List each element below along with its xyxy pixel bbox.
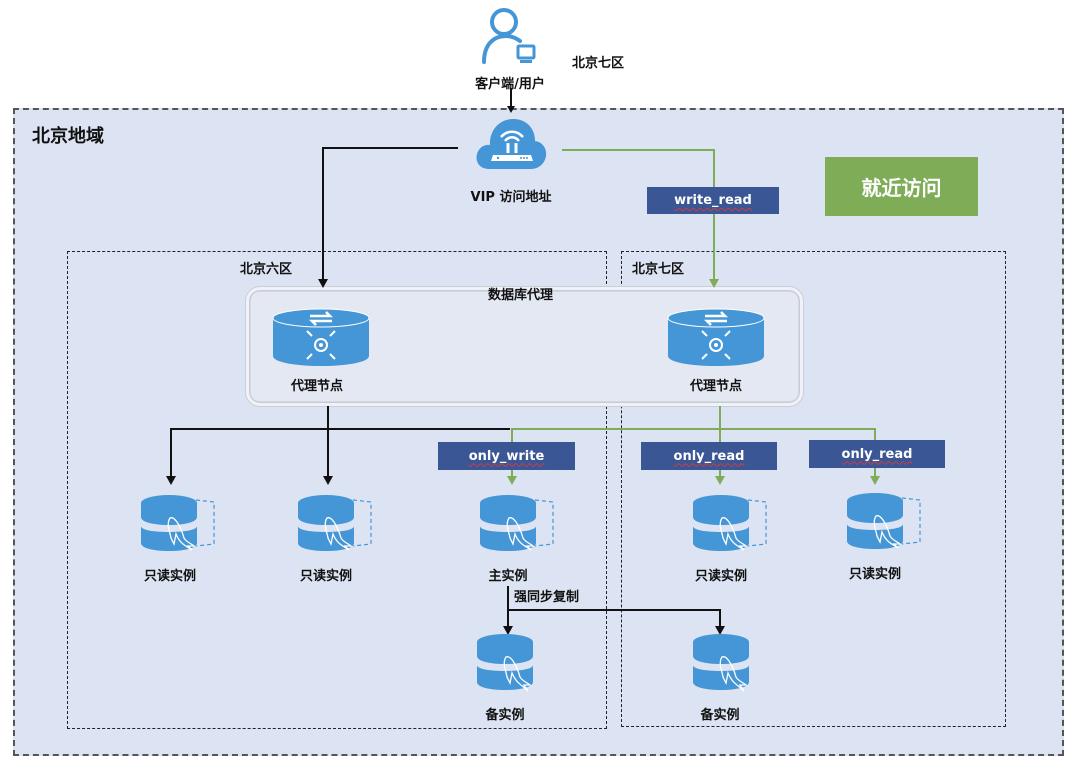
primary-instance-label: 主实例 [488, 569, 528, 584]
zone-beijing-7 [621, 251, 1006, 727]
readonly-instance-3-icon[interactable] [692, 494, 772, 554]
primary-instance-icon[interactable] [479, 494, 559, 554]
vip-cloud-router-icon[interactable] [475, 113, 547, 171]
readonly-instance-2-icon[interactable] [297, 494, 377, 554]
proxy-node-left-label: 代理节点 [290, 379, 344, 394]
only-read-tag-2: only_read [809, 440, 945, 468]
standby-instance-1-label: 备实例 [485, 708, 525, 723]
client-zone-label: 北京七区 [572, 56, 625, 71]
readonly-instance-4-label: 只读实例 [848, 567, 902, 582]
readonly-instance-3-label: 只读实例 [694, 569, 748, 584]
user-client-icon [482, 8, 536, 64]
readonly-instance-1-label: 只读实例 [143, 569, 197, 584]
vip-label: VIP 访问地址 [470, 190, 552, 205]
client-label: 客户端/用户 [475, 77, 545, 92]
only-read-tag-1: only_read [641, 442, 777, 470]
sync-replication-label: 强同步复制 [514, 590, 580, 605]
standby-instance-2-icon[interactable] [692, 633, 762, 695]
readonly-instance-4-icon[interactable] [846, 492, 926, 552]
zone7-title: 北京七区 [632, 262, 685, 277]
proxy-node-right-label: 代理节点 [689, 379, 743, 394]
proxy-node-left-icon[interactable] [272, 308, 370, 366]
nearby-access-badge: 就近访问 [825, 157, 978, 216]
write-read-tag: write_read [647, 187, 779, 214]
proxy-node-right-icon[interactable] [667, 308, 765, 366]
proxy-title: 数据库代理 [488, 288, 554, 303]
region-title: 北京地域 [32, 126, 104, 147]
only-write-tag: only_write [438, 442, 575, 470]
readonly-instance-2-label: 只读实例 [299, 569, 353, 584]
standby-instance-2-label: 备实例 [700, 708, 740, 723]
zone6-title: 北京六区 [240, 262, 293, 277]
readonly-instance-1-icon[interactable] [140, 494, 220, 554]
standby-instance-1-icon[interactable] [476, 633, 546, 695]
